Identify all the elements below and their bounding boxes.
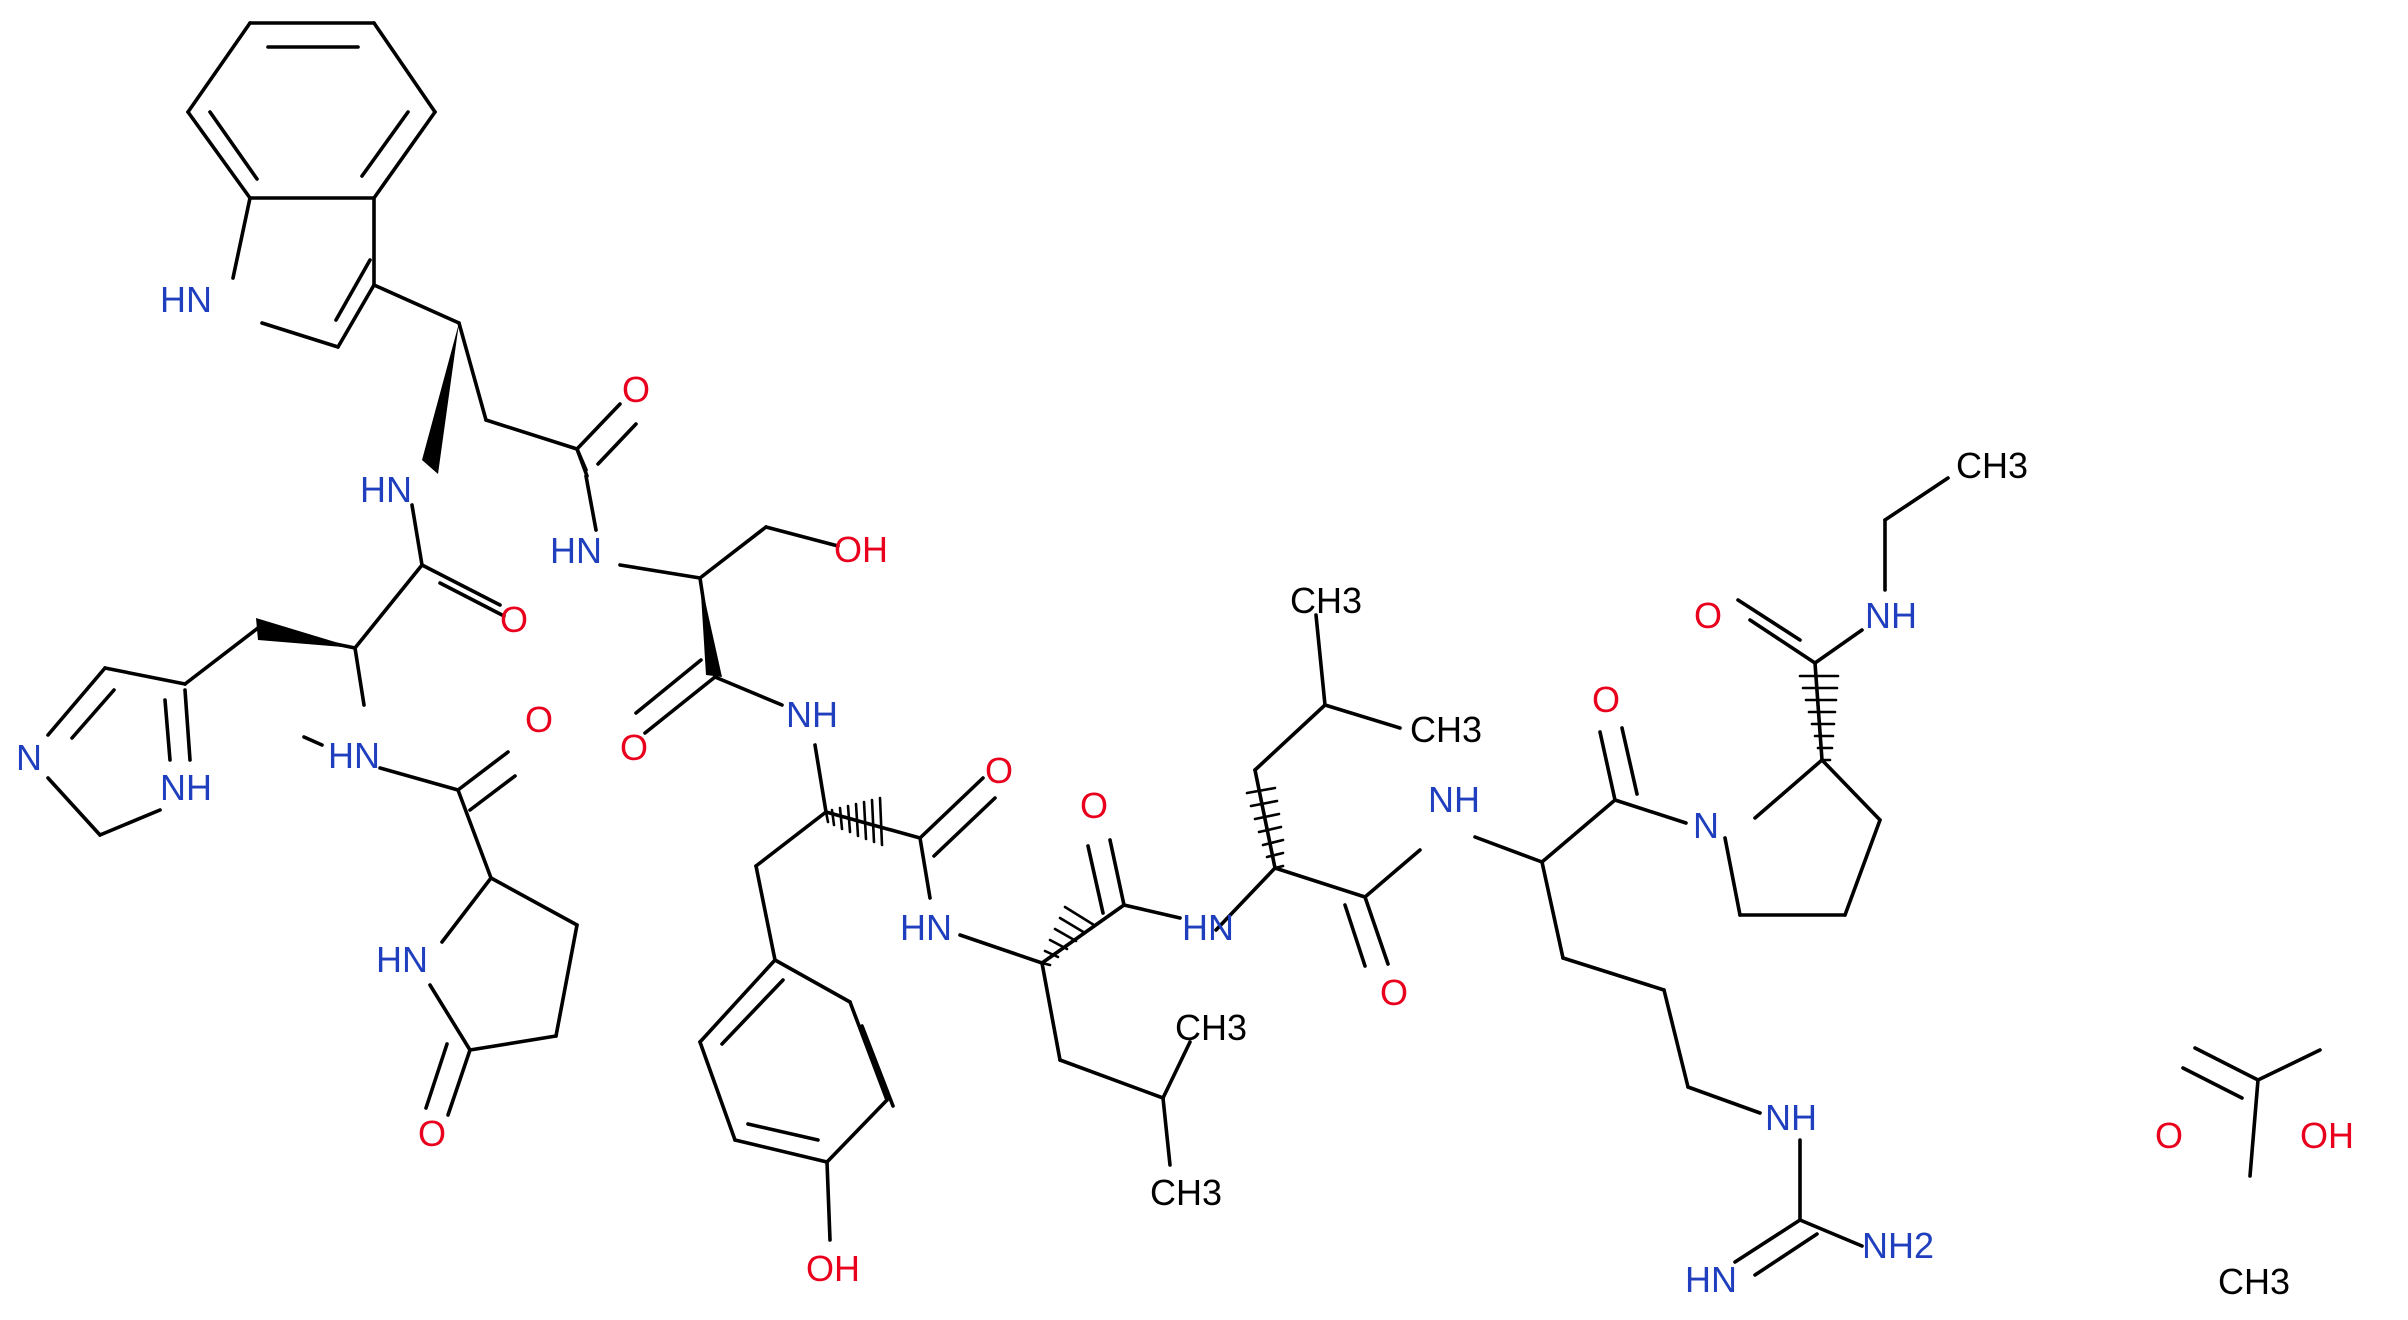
stereo-bonds [256, 323, 1840, 967]
tyr-carbonyl-o-label: O [985, 750, 1013, 791]
leu2-carbonyl-o-label: O [1380, 972, 1408, 1013]
imidazole-nh-label: NH [160, 767, 212, 808]
indole-nh-label: HN [160, 279, 212, 320]
leu2-nh-label: HN [1182, 907, 1234, 948]
guan-imine-label: HN [1685, 1259, 1737, 1300]
pro-alpha-hash [1798, 674, 1840, 762]
pyroglu-carbonyl-o-label: O [525, 699, 553, 740]
leu1-carbonyl-o-label: O [1080, 785, 1108, 826]
guan-nh-label: NH [1765, 1097, 1817, 1138]
his-carbonyl-o-label: O [500, 599, 528, 640]
guan-nh2-label: NH2 [1862, 1225, 1934, 1266]
his-nh-label: HN [328, 735, 380, 776]
atom-labels: HN HN O HN OH O N NH HN O HN O O NH O OH… [16, 279, 2354, 1302]
ethyl-ch3-label: CH3 [1956, 445, 2028, 486]
arg-nh-label: NH [1428, 779, 1480, 820]
leu2-ch3a-label: CH3 [1290, 580, 1362, 621]
ser-alpha-wedge [700, 578, 722, 677]
acetic-oh-label: OH [2300, 1115, 2354, 1156]
trp-alpha-wedge [422, 323, 459, 474]
leu1-nh-label: HN [900, 907, 952, 948]
pro-n-label: N [1693, 805, 1719, 846]
leu1-ch3b-label: CH3 [1150, 1172, 1222, 1213]
leu1-ch3a-label: CH3 [1175, 1007, 1247, 1048]
leu2-ch3b-label: CH3 [1410, 709, 1482, 750]
leu1-alpha-hash [1040, 905, 1096, 967]
tyr-nh-label: NH [786, 694, 838, 735]
bonds [46, 21, 2322, 1277]
ser-carbonyl-o-label: O [620, 727, 648, 768]
his-alpha-wedge [256, 618, 355, 648]
tyr-oh-label: OH [806, 1248, 860, 1289]
lactam-nh-label: HN [376, 939, 428, 980]
arg-carbonyl-o-label: O [1592, 679, 1620, 720]
tyr-alpha-hash [824, 796, 884, 847]
trp-nh-label: HN [360, 469, 412, 510]
amide-o-label: O [1694, 595, 1722, 636]
ser-nh-label: HN [550, 530, 602, 571]
trp-carbonyl-o-label: O [622, 369, 650, 410]
acetic-ch3-label: CH3 [2218, 1261, 2290, 1302]
imidazole-n-label: N [16, 737, 42, 778]
acetic-o-label: O [2155, 1115, 2183, 1156]
ser-oh-label: OH [834, 529, 888, 570]
lactam-o-label: O [418, 1113, 446, 1154]
leu2-alpha-hash [1245, 786, 1285, 870]
amide-nh-label: NH [1865, 595, 1917, 636]
